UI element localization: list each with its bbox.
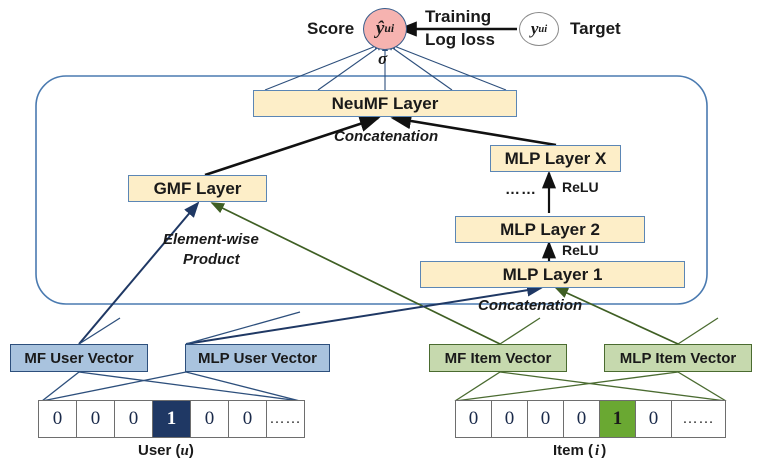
item-cell-1: 0: [492, 401, 528, 437]
training-label-line2: Log loss: [425, 30, 495, 49]
relu-lower-label: ReLU: [562, 242, 599, 258]
user-onehot-vector: 0 0 0 1 0 0 ……: [38, 400, 305, 438]
item-cell-3: 0: [564, 401, 600, 437]
mlp-item-vector-box: MLP Item Vector: [604, 344, 752, 372]
target-node-subscript: ui: [538, 23, 548, 35]
score-label: Score: [307, 19, 355, 38]
user-cell-3-hot: 1: [153, 401, 191, 437]
user-cell-4: 0: [191, 401, 229, 437]
item-cell-4-hot: 1: [600, 401, 636, 437]
user-caption: User (u): [138, 442, 194, 460]
mlp-layer-1-box: MLP Layer 1: [420, 261, 685, 288]
item-caption-prefix: Item (: [553, 442, 594, 459]
elementwise-product-label-line1: Element-wise: [163, 231, 259, 248]
user-cell-0: 0: [39, 401, 77, 437]
user-cell-5: 0: [229, 401, 267, 437]
user-caption-variable: u: [180, 443, 189, 459]
neumf-layer-box: NeuMF Layer: [253, 90, 517, 117]
concatenation-bottom-label: Concatenation: [478, 297, 583, 314]
score-node-symbol: ŷ: [375, 18, 385, 39]
item-cell-2: 0: [528, 401, 564, 437]
sigma-label: σ: [378, 49, 388, 68]
item-caption-suffix: ): [601, 442, 607, 459]
item-caption-variable: i: [595, 443, 600, 459]
user-caption-suffix: ): [188, 442, 194, 459]
item-cell-5: 0: [636, 401, 672, 437]
item-onehot-vector: 0 0 0 0 1 0 ……: [455, 400, 726, 438]
elementwise-product-label-line2: Product: [183, 251, 240, 268]
gmf-layer-box: GMF Layer: [128, 175, 267, 202]
target-node-symbol: y: [530, 19, 539, 38]
item-cell-ellipsis: ……: [672, 401, 725, 437]
target-label: Target: [570, 19, 621, 38]
user-caption-prefix: User (: [138, 442, 181, 459]
user-cell-ellipsis: ……: [267, 401, 304, 437]
user-cell-2: 0: [115, 401, 153, 437]
item-caption: Item (i): [553, 442, 607, 460]
item-cell-0: 0: [456, 401, 492, 437]
mlp-layer-2-box: MLP Layer 2: [455, 216, 645, 243]
mlp-layer-x-box: MLP Layer X: [490, 145, 621, 172]
ellipsis-label: ……: [505, 181, 537, 198]
mf-user-vector-box: MF User Vector: [10, 344, 148, 372]
mlp-user-vector-box: MLP User Vector: [185, 344, 330, 372]
mf-item-vector-box: MF Item Vector: [429, 344, 567, 372]
relu-upper-label: ReLU: [562, 179, 599, 195]
score-node-subscript: ui: [384, 22, 395, 35]
concatenation-top-label: Concatenation: [334, 128, 439, 145]
training-label-line1: Training: [425, 7, 492, 26]
user-cell-1: 0: [77, 401, 115, 437]
